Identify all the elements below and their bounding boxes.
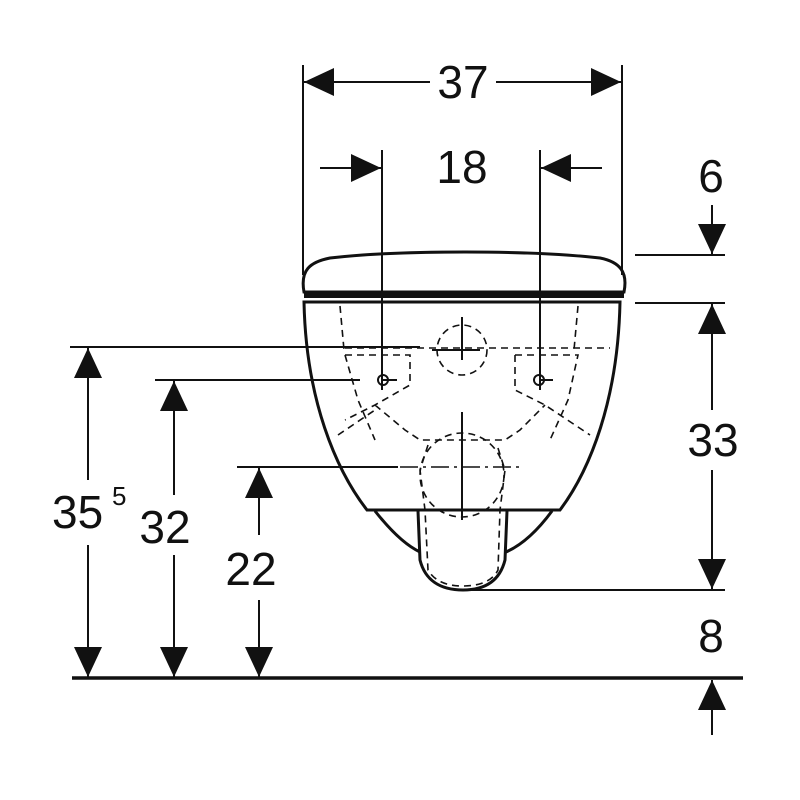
dimension-32: 32 (139, 379, 360, 677)
dimension-bowl-height: 33 (465, 304, 739, 591)
seat-band (304, 291, 624, 298)
dim-18: 18 (436, 141, 487, 193)
seat-lid (301, 250, 627, 294)
dim-37: 37 (437, 56, 488, 108)
dim-6: 6 (698, 150, 724, 202)
dim-35-superscript: 5 (112, 481, 126, 511)
dimension-35-5: 35 5 (52, 346, 420, 677)
dimension-seat: 6 (635, 150, 726, 304)
dim-35: 35 (52, 486, 103, 538)
toilet-outline (301, 250, 627, 592)
center-marks (383, 317, 553, 520)
dimension-22: 22 (225, 466, 398, 677)
dimension-fixing-spacing: 18 (320, 141, 602, 390)
dim-32: 32 (139, 501, 190, 553)
bowl (302, 300, 622, 512)
dim-22: 22 (225, 543, 276, 595)
bowl-skirt (373, 510, 554, 554)
dim-33: 33 (687, 414, 738, 466)
dimension-width: 37 (302, 56, 623, 275)
dimension-floor: 8 (698, 610, 726, 735)
trap (416, 510, 509, 592)
dim-8: 8 (698, 610, 724, 662)
